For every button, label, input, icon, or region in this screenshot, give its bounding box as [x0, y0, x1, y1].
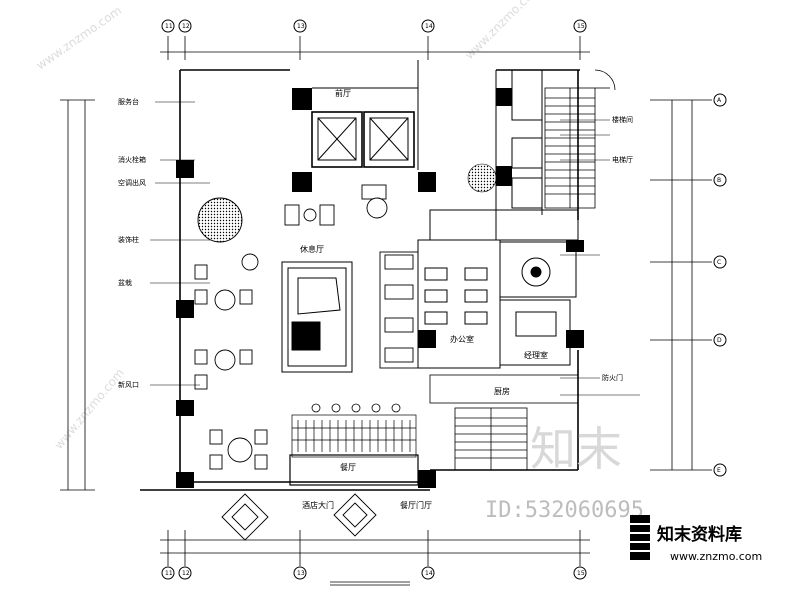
callout-label: 新风口	[118, 380, 139, 389]
watermark-url-3: www.znzmo.com	[462, 0, 543, 62]
entrance-mats	[221, 493, 377, 541]
room-label-entrance-main: 酒店大门	[302, 500, 334, 510]
callout-label: 楼梯间	[612, 115, 633, 124]
axis-bubble	[573, 566, 587, 580]
callout-label: 装饰柱	[118, 235, 139, 244]
watermark-logo: 知末 ID:532060695	[485, 422, 644, 523]
watermark-site-cn: 知末资料库	[656, 524, 742, 545]
axis-bubble	[421, 566, 435, 580]
room-label-lounge: 休息厅	[300, 244, 324, 254]
watermark-id: ID:532060695	[485, 498, 644, 523]
axis-label: C	[717, 259, 721, 266]
column	[496, 166, 512, 186]
column	[418, 470, 436, 488]
outer-walls	[140, 69, 580, 491]
axis-bubble	[421, 19, 435, 33]
counter-area	[289, 414, 419, 486]
diagonal-watermark: www.znzmo.com www.znzmo.com www.znzmo.co…	[34, 0, 544, 452]
axis-label: 12	[182, 23, 190, 30]
axis-bubble	[573, 19, 587, 33]
axis-label: 13	[297, 570, 305, 577]
callout-label: 消火栓箱	[118, 155, 146, 164]
lounge-seating	[194, 184, 388, 470]
watermark-logo-text: 知末	[530, 422, 622, 476]
planters	[467, 163, 497, 193]
column	[566, 330, 584, 348]
axis-bubble	[293, 566, 307, 580]
left-dimension	[60, 99, 95, 491]
column	[176, 472, 194, 488]
right-callout-labels: 楼梯间 电梯厅 防火门	[602, 115, 633, 382]
axis-bubble	[713, 333, 727, 347]
left-callouts	[150, 101, 210, 386]
service-rooms	[429, 69, 579, 241]
callout-label: 电梯厅	[612, 155, 633, 164]
column	[418, 330, 436, 348]
room-label-entrance-side: 餐厅门厅	[400, 500, 432, 510]
watermark-site-url: www.znzmo.com	[670, 550, 762, 563]
stair-bottom-right	[429, 374, 579, 471]
axis-bubble	[293, 19, 307, 33]
axis-label: 11	[165, 23, 173, 30]
axis-label: 15	[577, 23, 585, 30]
axis-bubble	[161, 19, 175, 33]
axis-bubble	[161, 566, 175, 580]
axis-label: 11	[165, 570, 173, 577]
watermark-site: 知末资料库 www.znzmo.com	[630, 515, 762, 563]
watermark-url-1: www.znzmo.com	[34, 3, 124, 72]
axis-bubble	[178, 566, 192, 580]
axis-label: B	[717, 177, 721, 184]
column	[176, 300, 194, 318]
axis-bubble	[713, 463, 727, 477]
stair-top-right	[544, 69, 616, 209]
axis-label: E	[717, 467, 721, 474]
sofa-column	[379, 251, 419, 369]
axis-bubble	[713, 173, 727, 187]
right-dimension	[650, 99, 712, 471]
central-feature	[281, 261, 353, 373]
bottom-dimension	[160, 530, 590, 566]
room-label-manager: 经理室	[524, 350, 548, 360]
column	[292, 172, 312, 192]
top-dimension	[160, 36, 590, 60]
room-label-office: 办公室	[450, 334, 474, 344]
callout-label: 空调出风	[118, 178, 146, 187]
axis-label: D	[717, 337, 722, 344]
bottom-axis-bubbles: 11 12 13 14 15	[161, 566, 587, 580]
room-labels: 前厅 办公室 经理室 休息厅 餐厅 厨房 酒店大门 餐厅门厅	[300, 88, 548, 510]
column	[496, 88, 512, 106]
right-axis-bubbles: A B C D E	[713, 93, 727, 477]
drawing-title-line	[330, 581, 410, 586]
axis-label: 12	[182, 570, 190, 577]
axis-bubble	[178, 19, 192, 33]
room-label-kitchen: 厨房	[494, 386, 510, 396]
column	[418, 172, 436, 192]
column	[176, 400, 194, 416]
axis-label: 14	[425, 570, 433, 577]
right-callouts	[560, 119, 640, 396]
room-label-lobby: 前厅	[335, 88, 351, 98]
callout-label: 防火门	[602, 373, 623, 382]
axis-bubble	[713, 255, 727, 269]
column	[566, 240, 584, 252]
top-axis-bubbles: 11 12 13 14 15	[161, 19, 587, 33]
column	[292, 88, 312, 110]
axis-label: A	[717, 97, 722, 104]
axis-label: 13	[297, 23, 305, 30]
room-label-dining: 餐厅	[340, 463, 356, 472]
left-callout-labels: 服务台 消火栓箱 空调出风 装饰柱 盆栽 新风口	[118, 97, 146, 389]
bar-stools	[311, 403, 401, 413]
callout-label: 盆栽	[118, 278, 132, 287]
axis-label: 15	[577, 570, 585, 577]
elevator-hall	[311, 60, 419, 170]
column	[176, 160, 194, 178]
callout-label: 服务台	[118, 97, 139, 106]
axis-bubble	[713, 93, 727, 107]
axis-label: 14	[425, 23, 433, 30]
logo-stripes	[630, 515, 650, 560]
watermark-url-2: www.znzmo.com	[52, 366, 127, 452]
office-cluster	[417, 239, 577, 369]
